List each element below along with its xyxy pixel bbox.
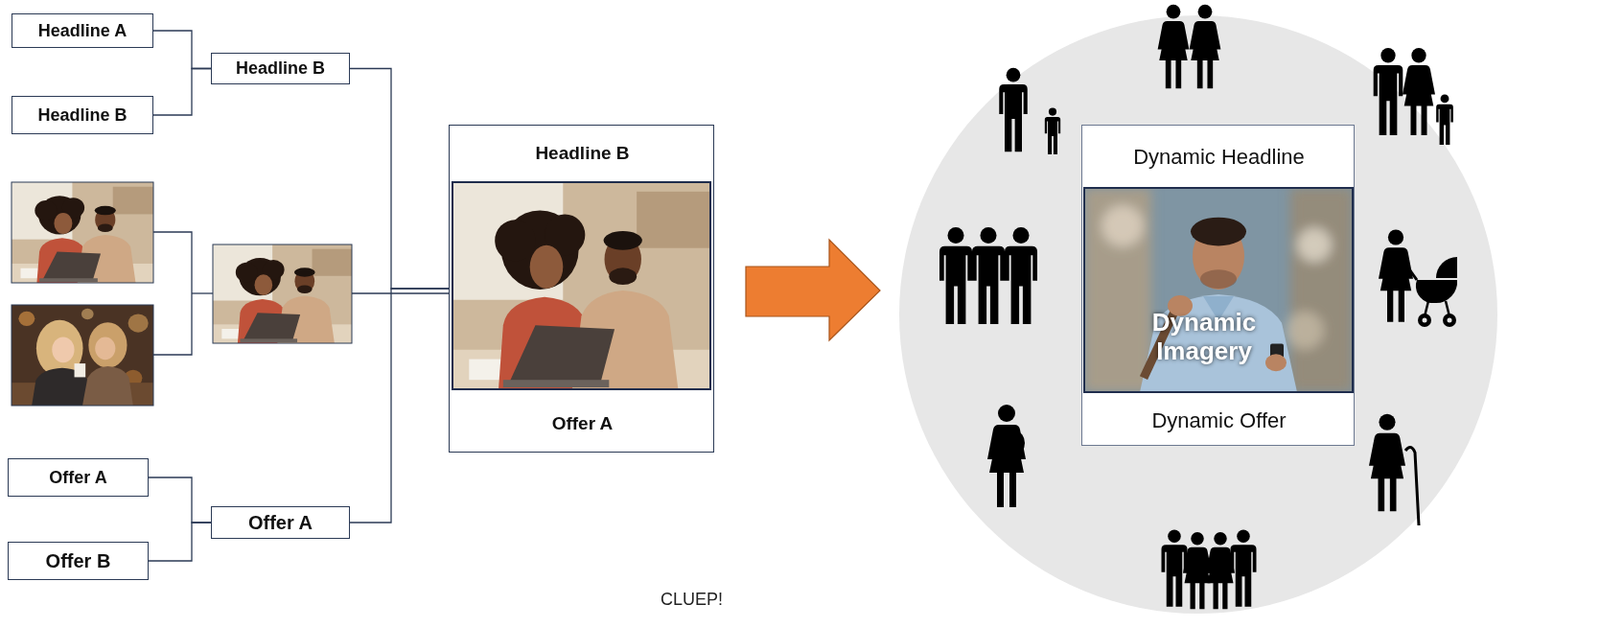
bracket-connector (148, 522, 211, 561)
child-icon (1436, 93, 1454, 145)
variant-text: Offer A (48, 467, 107, 488)
variant-text: Headline B (37, 105, 127, 126)
creative-images (11, 124, 1355, 446)
stroller-icon (1407, 256, 1458, 327)
variant-box: Headline A (11, 13, 154, 48)
text-slot: Headline A (38, 21, 127, 42)
bracket-line (191, 292, 213, 294)
photo-friends (11, 304, 154, 406)
flow-arrow (745, 239, 881, 341)
person-icon (987, 404, 1026, 508)
person-icon (998, 68, 1027, 153)
child-icon (1044, 107, 1061, 155)
text-slot: Headline B (235, 58, 325, 79)
photo-frame (1084, 187, 1353, 393)
person-icon (1158, 4, 1190, 90)
person-icon (1230, 530, 1257, 607)
photo-frame (452, 182, 711, 390)
person-icon (1378, 229, 1414, 322)
bracket-connector (153, 69, 211, 116)
person-icon (1004, 227, 1038, 325)
variant-text: Headline B (235, 58, 325, 79)
bracket-connector (349, 69, 449, 290)
card-ground (1081, 124, 1355, 446)
variant-text: Headline A (38, 21, 127, 42)
photo-shopper (1084, 187, 1353, 393)
text-slot: Headline B (37, 105, 127, 126)
text-slot: Dynamic Imagery (1132, 294, 1276, 381)
person-icon (939, 227, 973, 325)
text-slot: Offer A (48, 467, 107, 488)
text-slot: Headline B (449, 125, 716, 182)
card-text: Headline B (534, 142, 629, 164)
text-slot: Dynamic Offer (1082, 394, 1356, 447)
text-slot: Offer A (248, 511, 313, 534)
card-text: Offer A (552, 413, 614, 435)
people-icons (939, 4, 1458, 609)
card-text: Dynamic Offer (1151, 408, 1286, 433)
photo-frame (11, 182, 154, 283)
photo-couple (212, 244, 352, 344)
person-icon (972, 227, 1005, 325)
bracket-line (153, 231, 192, 355)
text-slot: Dynamic Headline (1082, 125, 1356, 188)
variant-text: Offer B (46, 550, 112, 573)
winner-box: Headline B (210, 52, 350, 85)
text-slot: Offer A (449, 394, 716, 454)
dynamic-card: Dynamic HeadlineDynamic ImageryDynamic O… (1081, 124, 1355, 446)
photo-couple (11, 182, 154, 283)
cane-icon (1405, 446, 1419, 526)
person-icon (1373, 47, 1404, 136)
bracket-line (351, 292, 449, 294)
photo-couple (452, 182, 711, 390)
person-icon (1161, 530, 1188, 607)
brand-label: CLUEP! (660, 589, 723, 610)
bracket-connector (349, 288, 449, 523)
card-text: Dynamic Imagery (1132, 308, 1276, 367)
variant-box: Offer B (7, 541, 149, 580)
text-slot: Offer B (46, 550, 112, 573)
audience-circle (899, 15, 1498, 614)
photo-frame (11, 304, 154, 406)
bracket-connector (148, 477, 211, 523)
ad-card: Headline B Offer A (448, 124, 715, 453)
variant-box: Headline B (11, 95, 154, 135)
card-text: Dynamic Headline (1133, 144, 1305, 169)
bracket-connector (153, 30, 211, 70)
person-icon (1402, 47, 1436, 136)
person-icon (1368, 414, 1406, 512)
person-icon (1189, 4, 1222, 90)
variant-box: Offer A (7, 458, 149, 497)
variant-text: Offer A (248, 511, 313, 534)
photo-frame (212, 244, 352, 344)
winner-box: Offer A (210, 506, 350, 539)
bracket-lines (153, 231, 449, 355)
pregnant-belly (1007, 431, 1025, 455)
